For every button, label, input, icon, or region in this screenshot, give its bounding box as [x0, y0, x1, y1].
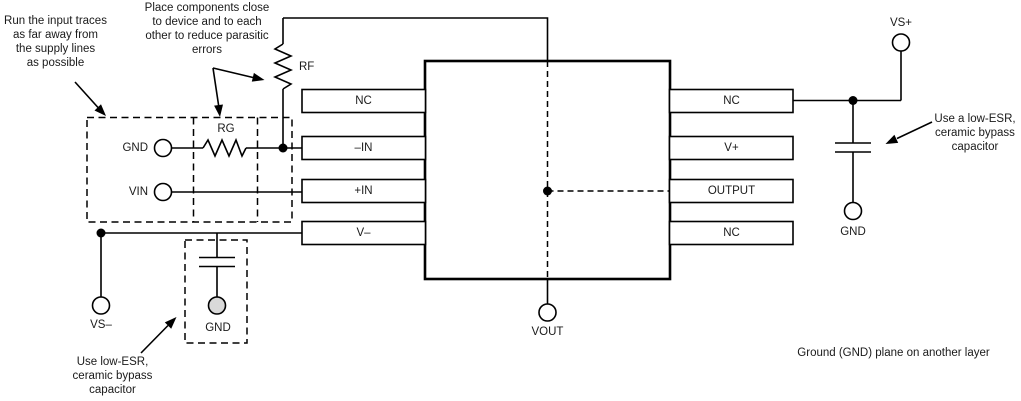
pin-label-pos-in: +IN — [354, 184, 373, 197]
pin-label-nc-right-bottom: NC — [723, 226, 740, 239]
pin-box-output — [668, 178, 794, 204]
arrow-bypass-left — [140, 324, 169, 354]
annotation-bypass-left: Use low-ESR, ceramic bypass capacitor — [72, 356, 153, 396]
arrow-place-components-down — [212, 67, 220, 109]
pin-label-output: OUTPUT — [707, 184, 756, 197]
resistor-rg — [202, 137, 247, 158]
terminal-vs-plus — [891, 33, 911, 52]
arrowhead-input-traces — [94, 104, 106, 116]
annotation-place-components: Place components close to device and to … — [144, 2, 270, 56]
pin-label-nc-left: NC — [355, 94, 372, 107]
junction-rf-rg — [278, 143, 288, 153]
arrowhead-bypass-left — [164, 317, 177, 329]
terminal-vs-minus — [91, 296, 111, 315]
arrowhead-place-components-right — [251, 72, 265, 82]
terminal-gnd-input — [153, 138, 173, 158]
junction-vs-minus — [96, 228, 106, 238]
input-traces-dashed-region — [86, 116, 293, 223]
annotation-bypass-right: Use a low-ESR, ceramic bypass capacitor — [934, 113, 1016, 153]
junction-vs-plus — [848, 96, 858, 105]
pin-box-pos-in — [301, 178, 427, 204]
arrow-input-traces — [74, 81, 99, 109]
bypass-cap-dashed-region — [184, 239, 248, 344]
annotation-ground-plane: Ground (GND) plane on another layer — [797, 347, 990, 359]
junction-ic-via — [543, 186, 552, 196]
label-gnd-right: GND — [840, 226, 866, 238]
arrowhead-place-components-down — [214, 104, 223, 117]
label-gnd-bottom: GND — [205, 322, 231, 334]
label-vs-minus: VS– — [90, 319, 112, 331]
label-vout: VOUT — [531, 326, 564, 338]
label-vs-plus: VS+ — [889, 17, 913, 29]
label-rg: RG — [217, 123, 235, 135]
terminal-gnd-right — [843, 201, 863, 221]
label-rf: RF — [299, 61, 315, 73]
pin-label-neg-in: –IN — [354, 141, 373, 154]
arrow-bypass-right — [896, 121, 933, 140]
arrow-place-components-right — [212, 67, 254, 79]
arrowhead-bypass-right — [885, 134, 899, 144]
pin-box-nc-left — [301, 88, 427, 114]
pin-box-nc-right-bottom — [668, 220, 794, 246]
pin-label-v-plus: V+ — [724, 141, 739, 154]
resistor-rf — [273, 43, 293, 90]
label-gnd-input: GND — [122, 142, 148, 154]
terminal-vin — [153, 182, 173, 202]
annotation-input-traces: Run the input traces as far away from th… — [4, 15, 107, 69]
feedback-trace-top — [283, 17, 549, 61]
pin-label-nc-right-top: NC — [723, 94, 740, 107]
terminal-vout — [538, 303, 557, 322]
pin-box-v-plus — [668, 135, 794, 161]
label-vin: VIN — [128, 186, 148, 198]
terminal-gnd-bottom — [207, 296, 227, 315]
pin-label-v-minus: V– — [356, 226, 371, 239]
